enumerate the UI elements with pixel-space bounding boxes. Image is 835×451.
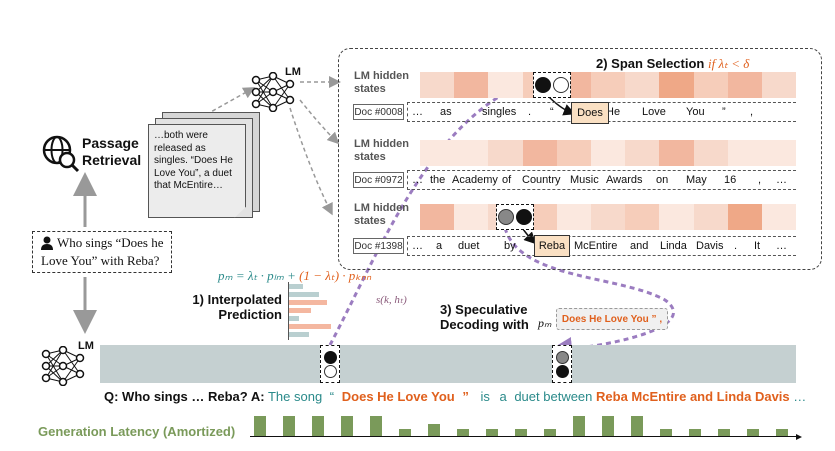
doc-stack: …both were released as singles. “Does He… (148, 112, 260, 224)
latency-bar (776, 429, 788, 436)
latency-bar (370, 416, 382, 436)
latency-bar (515, 429, 527, 436)
stream-cell-1 (320, 345, 340, 383)
lm-network-icon-top (248, 71, 298, 113)
doc-tokens-2: … the Academy of Country Music Awards on… (410, 170, 796, 190)
token: and (630, 240, 649, 252)
token: … (412, 174, 423, 186)
latency-label: Generation Latency (Amortized) (38, 424, 236, 439)
token: a (436, 240, 443, 252)
token: 16 (724, 174, 737, 186)
selected-cell-2 (496, 204, 534, 230)
doc-tokens-3: … a duet by McEntire and Linda Davis . I… (410, 236, 796, 256)
latency-bar (660, 429, 672, 436)
token: … (412, 106, 423, 118)
latency-bar (457, 429, 469, 436)
qa-line: Q: Who sings … Reba? A: The song “ Does … (104, 389, 807, 404)
token: , (750, 106, 754, 118)
globe-search-icon (40, 133, 80, 173)
doc-id-2: Doc #0972 (353, 172, 404, 188)
token: Awards (606, 174, 643, 186)
generation-stream (100, 345, 796, 383)
latency-bar (254, 416, 266, 436)
token: Academy (452, 174, 498, 186)
hidden-states-label-1: LM hidden states (354, 70, 409, 95)
token: Davis (696, 240, 724, 252)
latency-bar (747, 429, 759, 436)
stream-cell-2 (552, 345, 572, 383)
passage-retrieval-label: Passage Retrieval (82, 135, 142, 168)
token: May (686, 174, 707, 186)
hidden-states-panel (338, 48, 822, 270)
speculative-decoding-label: 3) Speculative Decoding with (440, 302, 529, 332)
latency-bar (602, 416, 614, 436)
token: Country (522, 174, 561, 186)
token: duet (458, 240, 480, 252)
user-icon (41, 236, 53, 255)
token: by (504, 240, 516, 252)
token: You (686, 106, 705, 118)
latency-bar (283, 416, 295, 436)
span-selection-title: 2) Span Selection if λₜ < δ (596, 56, 750, 71)
hidden-states-bar-3 (420, 204, 797, 230)
similarity-label: s(k, hₜ) (376, 294, 407, 306)
interpolation-formula: pₘ = λₜ · pₗₘ + (1 − λₜ) · pₖₙₙ (218, 268, 372, 283)
token: . (734, 240, 738, 252)
latency-bar (399, 429, 411, 436)
token: on (656, 174, 669, 186)
speculative-chip: Does He Love You ” , (556, 308, 668, 330)
doc-id-1: Doc #0008 (353, 104, 404, 120)
token: … (412, 240, 423, 252)
qa-prefix: Q: Who sings … Reba? A: (104, 389, 265, 404)
query-box: Who sings “Does he Love You” with Reba? (32, 231, 172, 273)
hidden-states-bar-2 (420, 140, 797, 166)
latency-bar (428, 424, 440, 436)
token: the (430, 174, 446, 186)
lm-label-top: LM (285, 66, 301, 78)
hidden-states-bar-1 (420, 72, 797, 98)
token: Linda (660, 240, 687, 252)
latency-bar (544, 429, 556, 436)
latency-bar (573, 416, 585, 436)
speculative-pm: pₘ (538, 316, 552, 330)
doc-stack-text: …both were released as singles. “Does He… (154, 130, 233, 191)
latency-bar (312, 416, 324, 436)
doc-row-3 (407, 236, 796, 256)
doc-id-3: Doc #1398 (353, 238, 404, 254)
token: “ (550, 106, 554, 118)
latency-bar (341, 416, 353, 436)
token: , (758, 174, 762, 186)
token: … (776, 240, 787, 252)
lm-network-icon-bottom (38, 345, 88, 387)
token: It (754, 240, 761, 252)
token: Music (570, 174, 599, 186)
latency-bar (718, 429, 730, 436)
latency-bar (689, 429, 701, 436)
latency-bars (250, 412, 802, 440)
query-text: Who sings “Does he Love You” with Reba? (41, 235, 164, 268)
token: singles (482, 106, 517, 118)
latency-bar (631, 416, 643, 436)
lm-label-bottom: LM (78, 340, 94, 352)
distribution-bars (288, 282, 339, 340)
selected-cell-1 (533, 72, 571, 98)
doc-tokens-1: … as singles . “ He Love You ” , (410, 102, 796, 122)
token: ” (722, 106, 726, 118)
doc-row-2 (407, 170, 796, 190)
token: of (502, 174, 512, 186)
token: Love (642, 106, 666, 118)
hidden-states-label-2: LM hidden states (354, 138, 409, 163)
latency-bar (486, 429, 498, 436)
hidden-states-label-3: LM hidden states (354, 202, 409, 227)
selected-span-start-token: Does (571, 102, 609, 124)
token: … (776, 174, 787, 186)
token: . (528, 106, 532, 118)
token: He (606, 106, 621, 118)
token: McEntire (574, 240, 618, 252)
interpolated-prediction-label: 1) Interpolated Prediction (192, 292, 282, 322)
span-condition: if λₜ < δ (708, 56, 750, 71)
token: as (440, 106, 452, 118)
selected-span-start-token-2: Reba (534, 235, 570, 257)
